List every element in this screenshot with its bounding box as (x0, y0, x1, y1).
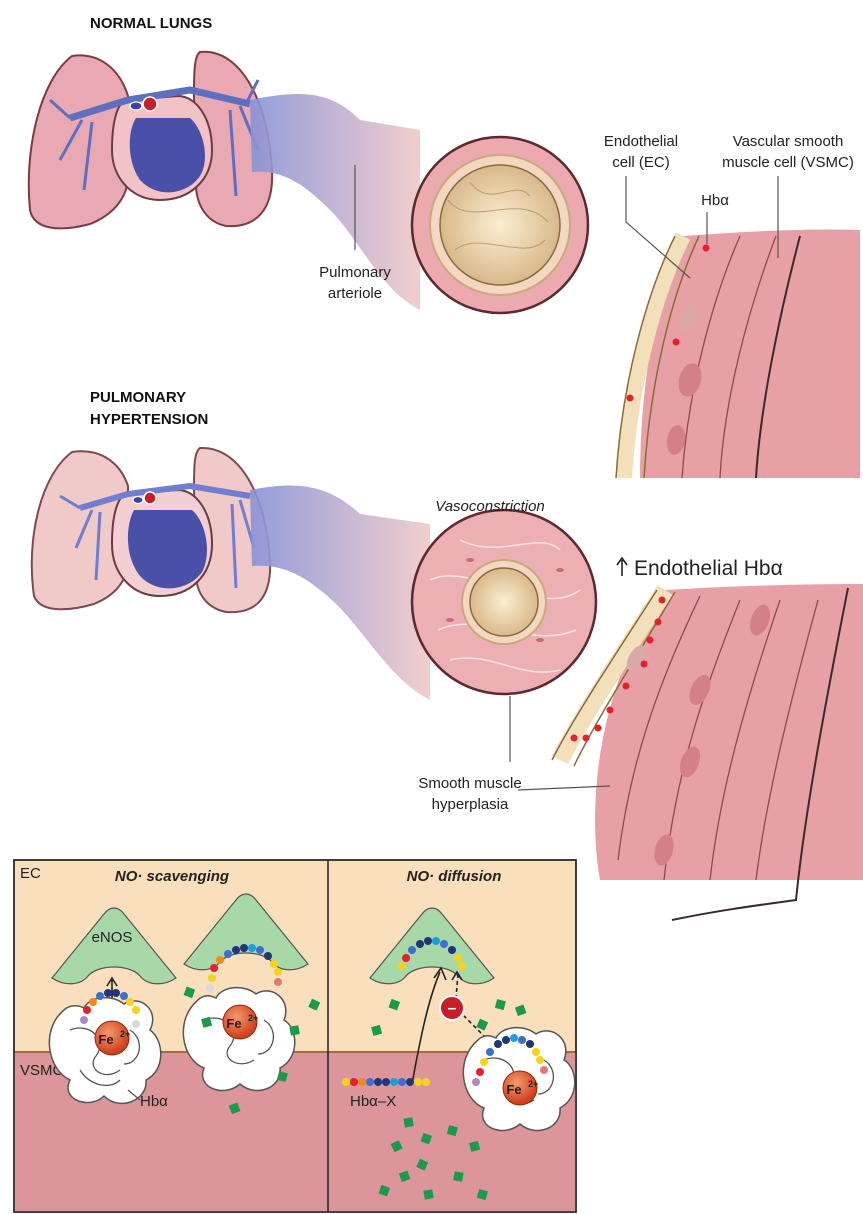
fe-label-left: Fe (98, 1032, 113, 1047)
normal-lungs-illustration (29, 52, 272, 229)
hba-top-label: Hbα (701, 192, 729, 209)
hba-x-label: Hbα–X (350, 1093, 396, 1110)
ph-vessel-wall-detail (552, 584, 863, 920)
ec-label-line2: cell (EC) (612, 154, 670, 171)
enos-label: eNOS (92, 929, 133, 946)
inhibition-minus: – (448, 1000, 457, 1017)
endothelial-hba-increase (617, 558, 627, 576)
hba-x-peptide (342, 1078, 430, 1086)
fe-charge-middle: 2+ (248, 1013, 258, 1023)
pulmonary-label-line1: Pulmonary (319, 264, 391, 281)
up-arrow-icon (617, 558, 627, 576)
ph-arteriole-cross-section (412, 510, 596, 694)
scavenging-title: NO· scavenging (115, 868, 229, 885)
arteriole-funnel-ph (250, 485, 430, 700)
vsmc-label-line1: Vascular smooth (733, 133, 844, 150)
ph-heading-line1: PULMONARY (90, 389, 186, 406)
ec-label-line1: Endothelial (604, 133, 678, 150)
hba-label-left: Hbα (140, 1093, 168, 1110)
ec-panel-label: EC (20, 865, 41, 882)
hyperplasia-label-line2: hyperplasia (432, 796, 509, 813)
normal-arteriole-cross-section (412, 137, 588, 313)
fe-label-right: Fe (506, 1082, 521, 1097)
ph-lungs-illustration (32, 448, 270, 612)
vsmc-label-line2: muscle cell (VSMC) (722, 154, 854, 171)
fe-charge-left: 2+ (120, 1029, 130, 1039)
endothelial-hba-label: Endothelial Hbα (634, 557, 783, 580)
normal-lungs-heading: NORMAL LUNGS (90, 15, 212, 32)
normal-vessel-wall-detail (616, 229, 860, 478)
fe-charge-right: 2+ (528, 1079, 538, 1089)
ph-heading-line2: HYPERTENSION (90, 411, 208, 428)
fe-label-middle: Fe (226, 1016, 241, 1031)
pulmonary-label-line2: arteriole (328, 285, 382, 302)
vasoconstriction-label: Vasoconstriction (435, 498, 545, 515)
hyperplasia-label-line1: Smooth muscle (418, 775, 521, 792)
diffusion-title: NO· diffusion (407, 868, 502, 885)
